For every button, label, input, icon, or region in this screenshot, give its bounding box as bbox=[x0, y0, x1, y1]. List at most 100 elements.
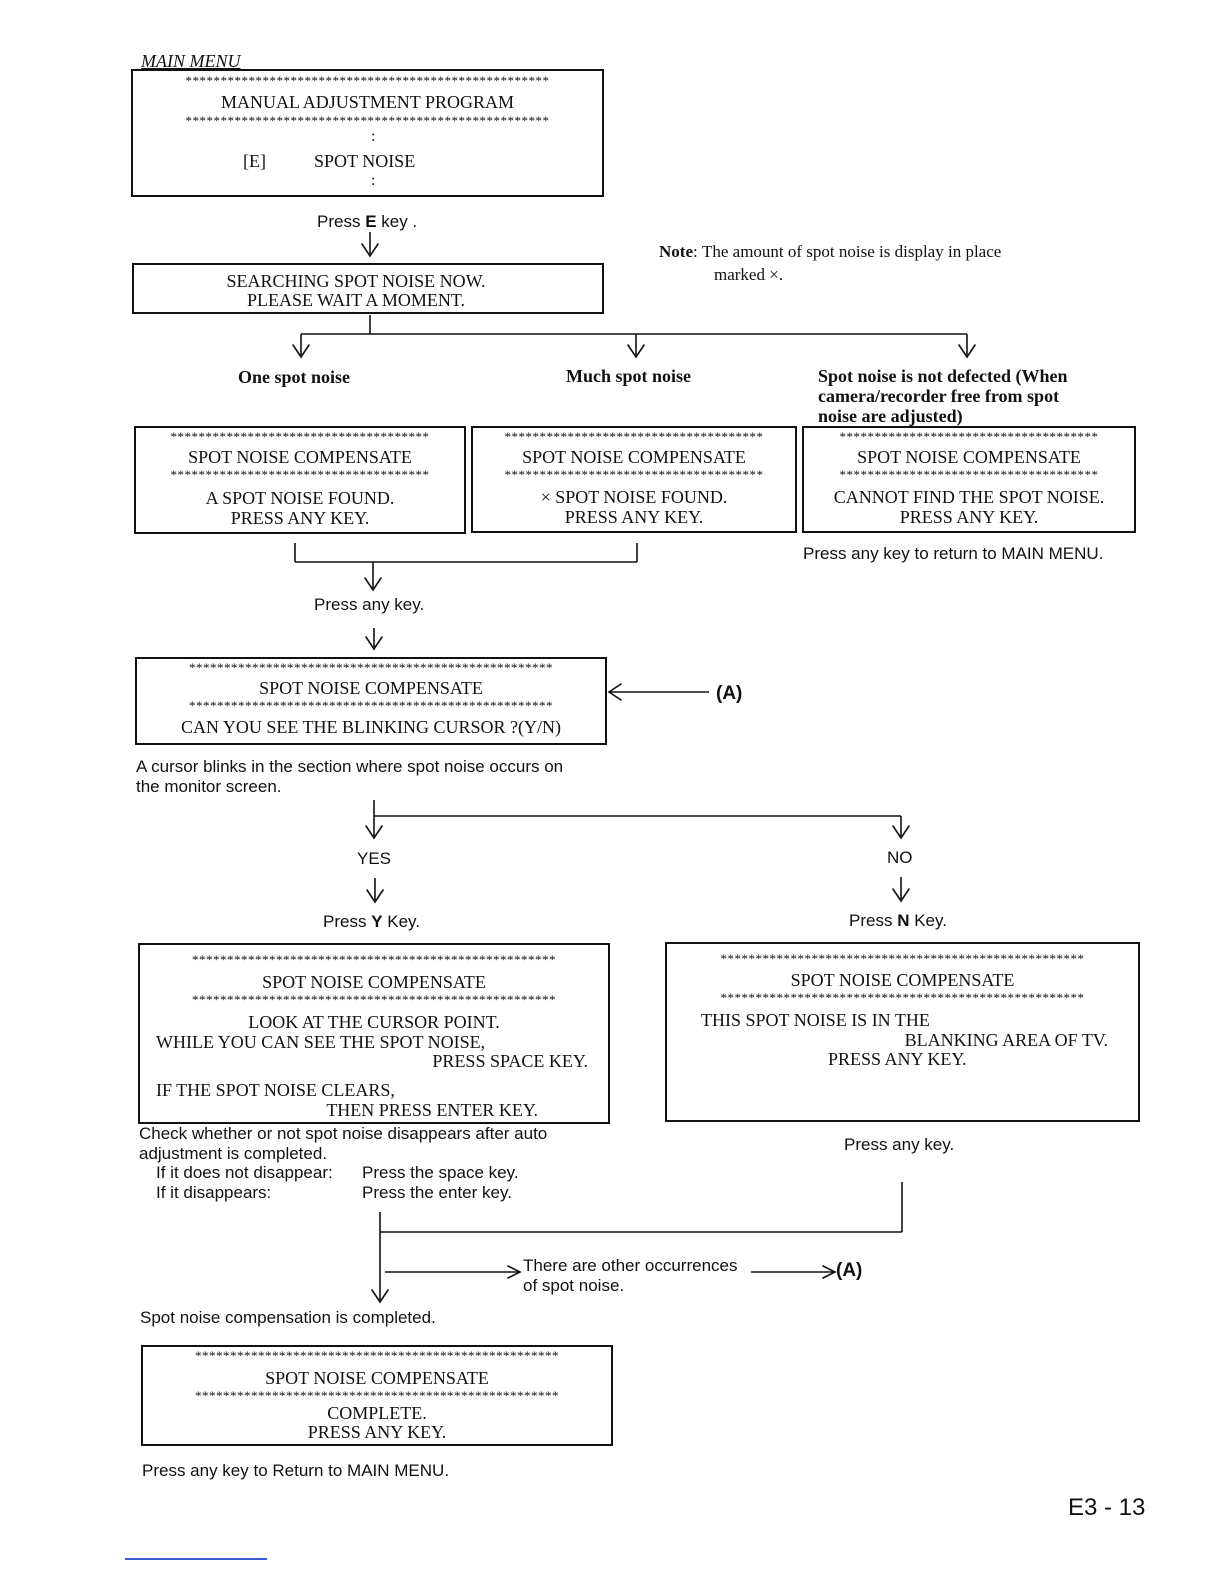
yes-box: ****************************************… bbox=[138, 943, 610, 1124]
yes-line-3: PRESS SPACE KEY. bbox=[432, 1051, 588, 1071]
stars-divider: ****************************************… bbox=[192, 993, 556, 1006]
stars-divider: ************************************* bbox=[170, 430, 430, 443]
yes-label: YES bbox=[357, 849, 392, 868]
stars-divider: ****************************************… bbox=[185, 74, 550, 87]
stars-divider: ****************************************… bbox=[189, 661, 553, 674]
program-title: MANUAL ADJUSTMENT PROGRAM bbox=[220, 92, 515, 112]
result-much-line-2: PRESS ANY KEY. bbox=[564, 507, 704, 527]
yes-line-2: WHILE YOU CAN SEE THE SPOT NOISE, bbox=[156, 1032, 486, 1052]
stars-divider: ****************************************… bbox=[195, 1349, 559, 1362]
result-not-line-1: CANNOT FIND THE SPOT NOISE. bbox=[833, 487, 1105, 507]
page-number: E3 - 13 bbox=[1068, 1494, 1146, 1521]
complete-line-2: PRESS ANY KEY. bbox=[307, 1422, 447, 1442]
result-one-line-1: A SPOT NOISE FOUND. bbox=[205, 488, 395, 508]
key-suffix: key . bbox=[376, 212, 418, 231]
ref-a-label: (A) bbox=[716, 683, 743, 704]
note: Note: The amount of spot noise is displa… bbox=[659, 240, 1001, 286]
key-n: N bbox=[897, 911, 910, 930]
press-any-key-2: Press any key. bbox=[844, 1135, 955, 1154]
no-box: ****************************************… bbox=[665, 942, 1140, 1122]
branch-not-detected: Spot noise is not defected (When camera/… bbox=[818, 366, 1068, 426]
stars-divider: ************************************* bbox=[839, 468, 1099, 481]
cursor-note-line-2: the monitor screen. bbox=[136, 777, 282, 796]
branch-one-spot-noise: One spot noise bbox=[238, 367, 351, 387]
return-main-menu-note: Press any key to return to MAIN MENU. bbox=[803, 544, 1104, 563]
key-suffix: Key. bbox=[382, 912, 421, 931]
cursor-question-box: ****************************************… bbox=[135, 657, 607, 745]
stars-divider: ****************************************… bbox=[189, 699, 553, 712]
menu-item-spot-noise: SPOT NOISE bbox=[314, 151, 416, 171]
searching-line-2: PLEASE WAIT A MOMENT. bbox=[246, 290, 465, 310]
branch-not-line-2: camera/recorder free from spot bbox=[818, 386, 1060, 406]
ref-a-label-2: (A) bbox=[836, 1260, 863, 1281]
stars-divider: ************************************* bbox=[839, 430, 1099, 443]
press-text: Press bbox=[317, 212, 366, 231]
key-y: Y bbox=[371, 912, 383, 931]
branch-not-line-3: noise are adjusted) bbox=[818, 406, 963, 426]
check-note-line-1: Check whether or not spot noise disappea… bbox=[139, 1124, 548, 1143]
stars-divider: ************************************* bbox=[170, 468, 430, 481]
other-occurrences-note: There are other occurrences of spot nois… bbox=[523, 1256, 738, 1296]
check-note: Check whether or not spot noise disappea… bbox=[139, 1124, 547, 1164]
press-text: Press bbox=[849, 911, 898, 930]
check-row-1-value: Press the space key. bbox=[362, 1163, 519, 1182]
no-label: NO bbox=[887, 848, 913, 867]
check-row-2-label: If it disappears: bbox=[156, 1183, 272, 1202]
note-text-2: marked ×. bbox=[714, 265, 784, 284]
stars-divider: ************************************* bbox=[504, 468, 764, 481]
cursor-note: A cursor blinks in the section where spo… bbox=[136, 757, 563, 797]
complete-box-title: SPOT NOISE COMPENSATE bbox=[265, 1368, 489, 1388]
press-y-instruction: Press Y Key. bbox=[323, 912, 420, 932]
cursor-question: CAN YOU SEE THE BLINKING CURSOR ?(Y/N) bbox=[181, 717, 561, 737]
result-box-not: ************************************* SP… bbox=[802, 426, 1136, 533]
press-text: Press bbox=[323, 912, 372, 931]
result-much-title: SPOT NOISE COMPENSATE bbox=[522, 447, 746, 467]
complete-box: ****************************************… bbox=[141, 1345, 613, 1446]
press-any-key-1: Press any key. bbox=[314, 595, 425, 614]
press-e-instruction: Press E key . bbox=[317, 212, 417, 232]
result-much-line-1: × SPOT NOISE FOUND. bbox=[540, 487, 728, 507]
key-e: E bbox=[365, 212, 377, 231]
yes-line-1: LOOK AT THE CURSOR POINT. bbox=[248, 1012, 500, 1032]
footer-rule bbox=[125, 1558, 267, 1560]
colon-ellipsis: : bbox=[371, 172, 376, 189]
stars-divider: ************************************* bbox=[504, 430, 764, 443]
note-label: Note bbox=[659, 242, 693, 261]
stars-divider: ****************************************… bbox=[185, 114, 550, 127]
branch-much-spot-noise: Much spot noise bbox=[566, 366, 692, 386]
colon-ellipsis: : bbox=[371, 128, 376, 145]
result-one-title: SPOT NOISE COMPENSATE bbox=[188, 447, 412, 467]
other-occ-line-1: There are other occurrences bbox=[523, 1256, 738, 1275]
stars-divider: ****************************************… bbox=[195, 1389, 559, 1402]
no-line-1: THIS SPOT NOISE IS IN THE bbox=[701, 1010, 930, 1030]
main-menu-label: MAIN MENU bbox=[141, 51, 241, 71]
stars-divider: ****************************************… bbox=[720, 952, 1085, 965]
no-line-2: BLANKING AREA OF TV. bbox=[904, 1030, 1108, 1050]
searching-line-1: SEARCHING SPOT NOISE NOW. bbox=[226, 271, 486, 291]
note-sep: : bbox=[692, 242, 698, 261]
branch-not-line-1: Spot noise is not defected (When bbox=[818, 366, 1068, 386]
note-line-1: Note: The amount of spot noise is displa… bbox=[659, 240, 1001, 263]
note-text-1: The amount of spot noise is display in p… bbox=[701, 242, 1002, 261]
complete-line-1: COMPLETE. bbox=[327, 1403, 427, 1423]
yes-line-4: IF THE SPOT NOISE CLEARS, bbox=[156, 1080, 395, 1100]
return-main-menu-note-2: Press any key to Return to MAIN MENU. bbox=[142, 1461, 450, 1480]
press-n-instruction: Press N Key. bbox=[849, 911, 947, 931]
result-one-line-2: PRESS ANY KEY. bbox=[230, 508, 370, 528]
yes-box-title: SPOT NOISE COMPENSATE bbox=[262, 972, 486, 992]
cursor-note-line-1: A cursor blinks in the section where spo… bbox=[136, 757, 564, 776]
result-not-line-2: PRESS ANY KEY. bbox=[899, 507, 1039, 527]
menu-key-e: [E] bbox=[243, 151, 266, 171]
stars-divider: ****************************************… bbox=[192, 953, 556, 966]
completed-note: Spot noise compensation is completed. bbox=[140, 1308, 436, 1327]
check-row-1-label: If it does not disappear: bbox=[156, 1163, 333, 1182]
main-program-box: ****************************************… bbox=[131, 69, 604, 197]
check-row-2-value: Press the enter key. bbox=[362, 1183, 512, 1202]
key-suffix: Key. bbox=[909, 911, 947, 930]
cursor-box-title: SPOT NOISE COMPENSATE bbox=[259, 678, 483, 698]
check-note-line-2: adjustment is completed. bbox=[139, 1144, 328, 1163]
no-line-3: PRESS ANY KEY. bbox=[828, 1049, 967, 1069]
result-box-one: ************************************* SP… bbox=[134, 426, 466, 534]
searching-box: SEARCHING SPOT NOISE NOW. PLEASE WAIT A … bbox=[132, 263, 604, 314]
